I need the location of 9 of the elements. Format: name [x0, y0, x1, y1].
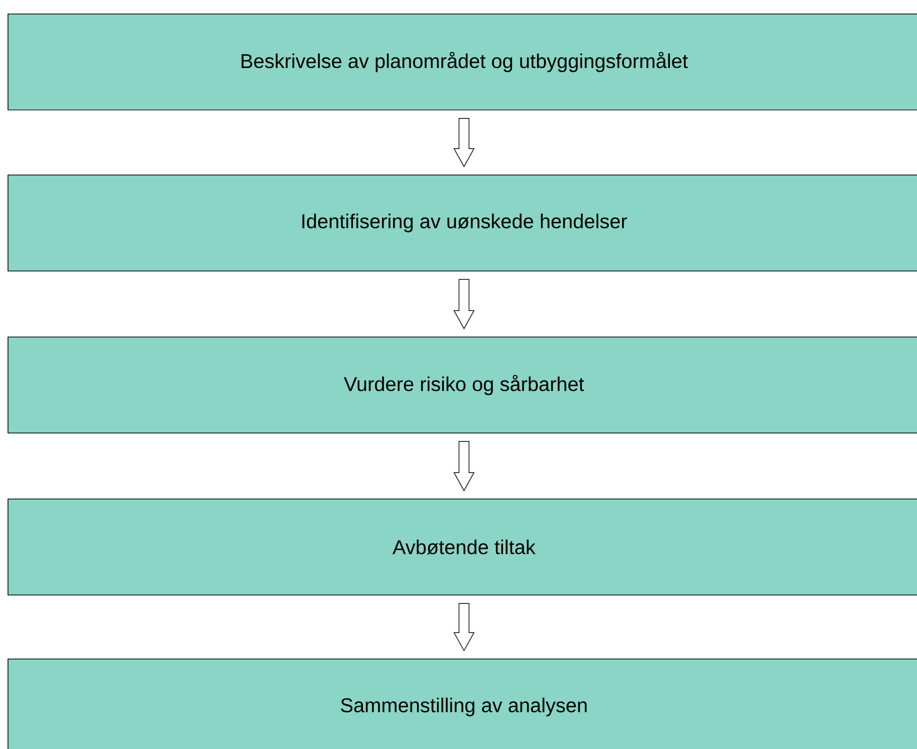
hollow-arrow [453, 441, 475, 492]
process-box: Identifisering av uønskede hendelser [8, 174, 917, 272]
hollow-arrow [453, 603, 475, 652]
process-box: Avbøtende tiltak [8, 498, 917, 596]
process-box: Vurdere risiko og sårbarhet [8, 336, 917, 434]
hollow-arrow [453, 118, 475, 168]
hollow-arrow [453, 279, 475, 330]
process-box: Sammenstilling av analysen [8, 658, 917, 749]
process-box: Beskrivelse av planområdet og utbyggingsformålet [8, 14, 917, 110]
